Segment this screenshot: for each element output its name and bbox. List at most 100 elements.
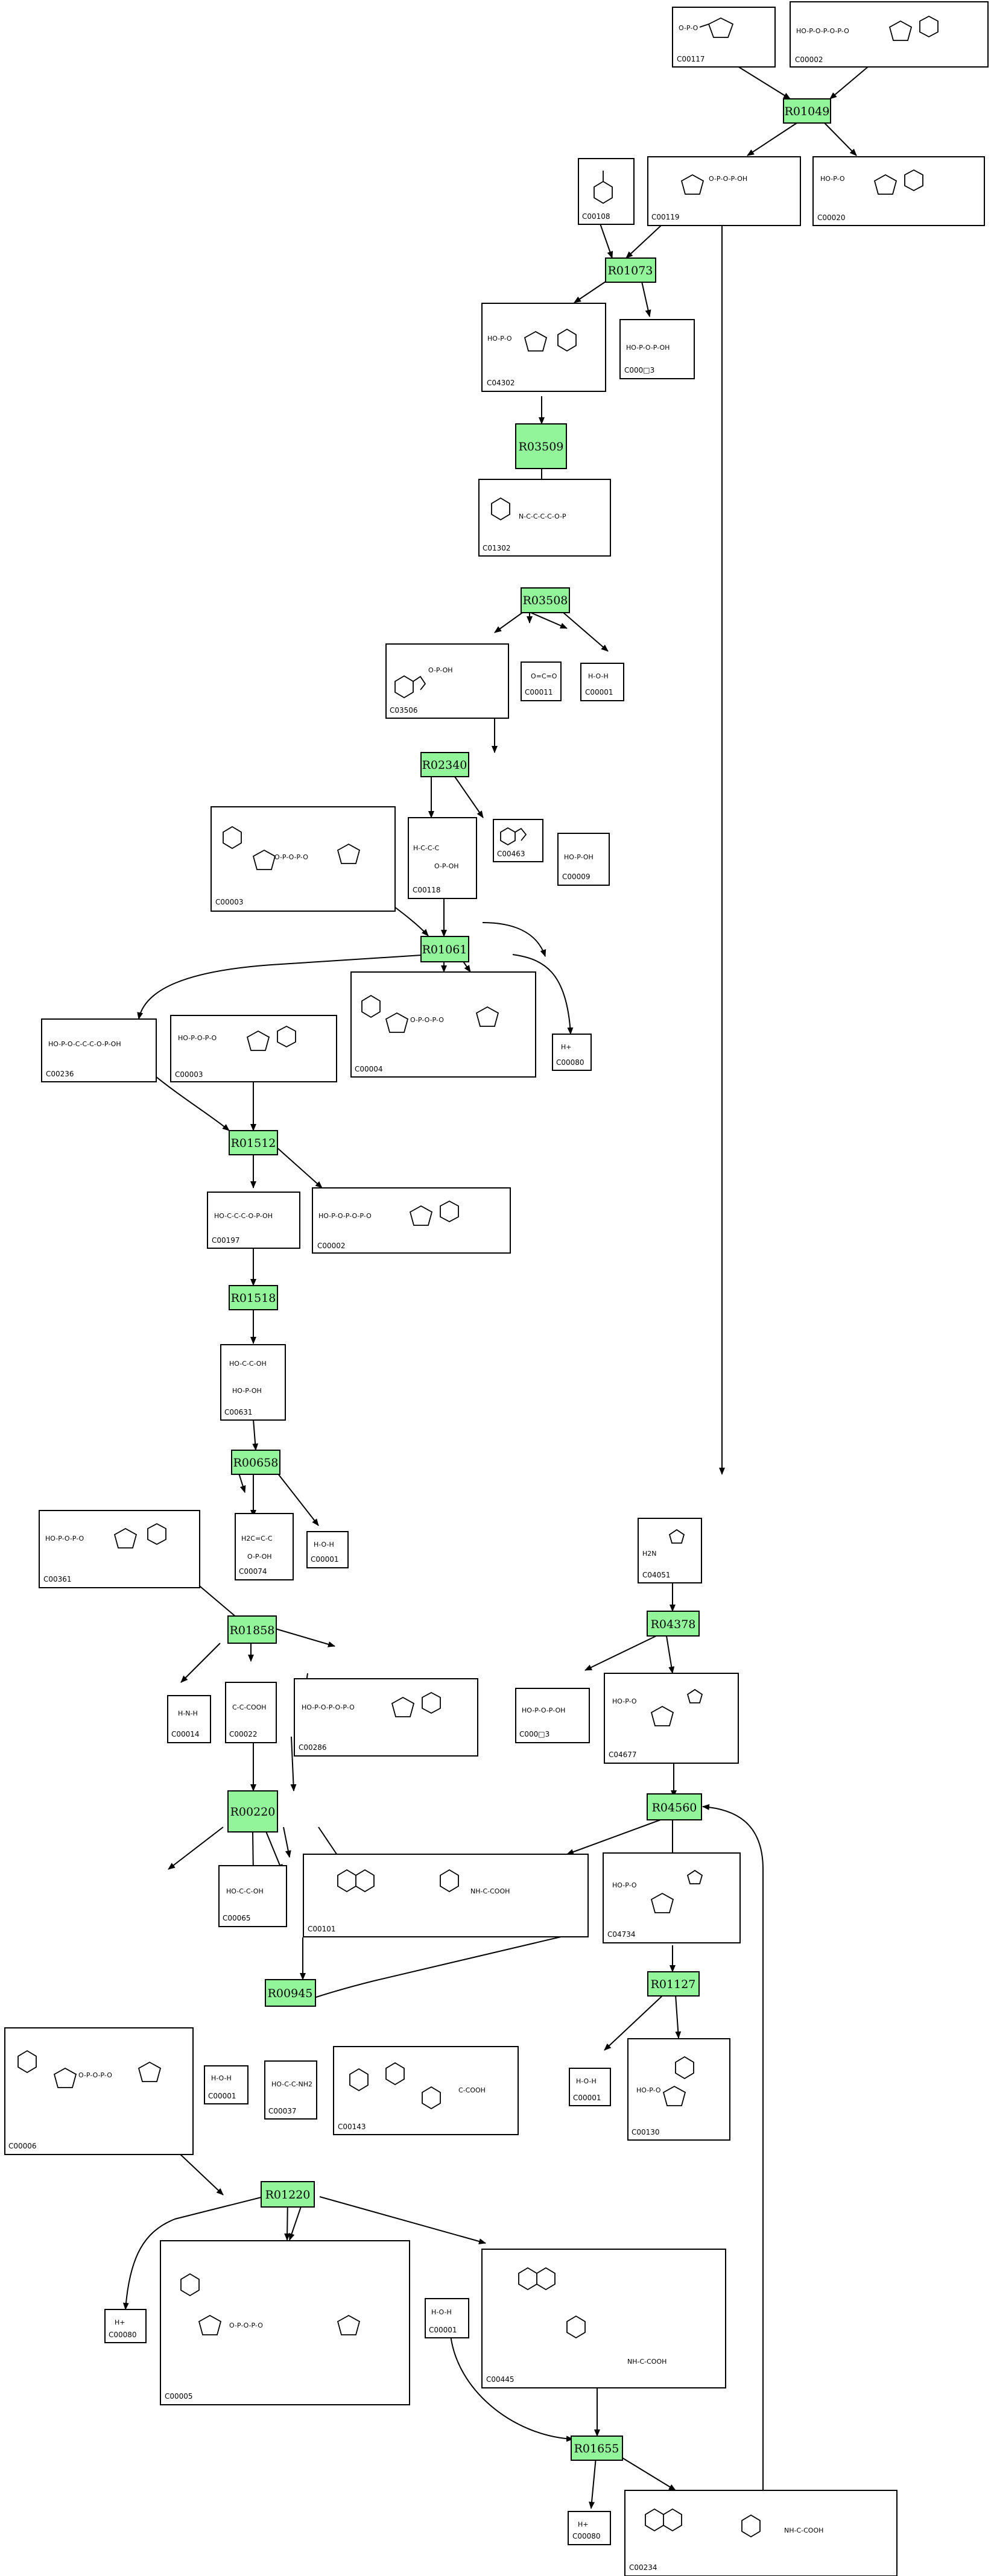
reaction-r01061[interactable]: R01061 [420, 936, 469, 962]
compound-c00009[interactable]: HO-P-OH C00009 [557, 833, 610, 886]
svg-text:NH-C-COOH: NH-C-COOH [470, 1887, 510, 1895]
reaction-r01127[interactable]: R01127 [647, 1971, 700, 1997]
compound-c00020[interactable]: HO-P-O C00020 [812, 156, 985, 226]
reaction-r04378[interactable]: R04378 [647, 1611, 700, 1637]
compound-c00002-b[interactable]: HO-P-O-P-O-P-O C00002 [312, 1187, 511, 1254]
compound-id: C00065 [223, 1914, 251, 1922]
reaction-id: R01073 [608, 264, 653, 277]
indoleglycerol-phosphate-structure: O-P-OH [394, 666, 453, 699]
svg-text:HO-P-O-P-O-P-O: HO-P-O-P-O-P-O [318, 1212, 372, 1220]
svg-text:O-P-OH: O-P-OH [434, 862, 459, 870]
reaction-id: R01049 [785, 105, 830, 118]
compound-c00001-b[interactable]: H-O-H C00001 [306, 1531, 349, 1568]
compound-c00002[interactable]: HO-P-O-P-O-P-O C00002 [790, 1, 989, 68]
compound-c00037[interactable]: HO-C-C-NH2 C00037 [264, 2060, 317, 2120]
compound-c00119[interactable]: O-P-O-P-OH C00119 [647, 156, 801, 226]
reaction-r03508[interactable]: R03508 [521, 587, 570, 613]
reaction-r01518[interactable]: R01518 [229, 1285, 278, 1310]
reaction-r00220[interactable]: R00220 [227, 1790, 278, 1833]
svg-text:HO-P-O-P-O: HO-P-O-P-O [178, 1034, 217, 1042]
svg-text:HO-P-O: HO-P-O [820, 175, 845, 183]
compound-c00074[interactable]: H2C=C-C O-P-OH C00074 [235, 1513, 294, 1580]
compound-id: C00631 [224, 1408, 253, 1416]
compound-c00001-e[interactable]: H-O-H C00001 [425, 2298, 469, 2338]
svg-text:H-C-C-C: H-C-C-C [413, 844, 440, 852]
reaction-r01655[interactable]: R01655 [571, 2436, 623, 2461]
compound-c00445[interactable]: NH-C-COOH C00445 [481, 2249, 726, 2388]
compound-c00108[interactable]: C00108 [578, 158, 635, 225]
reaction-r01512[interactable]: R01512 [229, 1130, 278, 1155]
svg-text:HO-P-O-P-O-P-O: HO-P-O-P-O-P-O [302, 1703, 355, 1711]
compound-c00117[interactable]: O-P-O C00117 [672, 7, 776, 68]
reaction-id: R01061 [422, 943, 467, 956]
compound-c00236[interactable]: HO-P-O-C-C-C-O-P-OH C00236 [41, 1018, 157, 1082]
methylene-thf-structure: C-COOH [349, 2062, 486, 2110]
compound-c00001-d[interactable]: H-O-H C00001 [569, 2068, 611, 2106]
pep-structure: H2C=C-C O-P-OH [241, 1535, 273, 1561]
compound-c00006[interactable]: O-P-O-P-O C00006 [4, 2027, 194, 2155]
svg-text:N-C-C-C-C-O-P: N-C-C-C-C-O-P [519, 513, 566, 520]
compound-c03506[interactable]: O-P-OH C03506 [385, 643, 509, 719]
compound-c01302[interactable]: N-C-C-C-C-O-P C01302 [478, 479, 611, 557]
reaction-r01858[interactable]: R01858 [227, 1615, 277, 1644]
compound-c04051[interactable]: H2N C04051 [638, 1518, 702, 1583]
reaction-id: R04378 [651, 1618, 696, 1631]
compound-c00065[interactable]: HO-C-C-OH C00065 [218, 1865, 287, 1927]
compound-id: C00074 [239, 1567, 267, 1576]
reaction-r01073[interactable]: R01073 [605, 257, 656, 283]
svg-text:HO-P-O: HO-P-O [612, 1881, 637, 1889]
compound-c00080-a[interactable]: H+ C00080 [552, 1034, 592, 1071]
reaction-id: R01858 [230, 1624, 275, 1637]
compound-c000-3[interactable]: HO-P-O-P-OH C000□3 [619, 319, 695, 379]
reaction-r03509[interactable]: R03509 [515, 423, 567, 469]
reaction-r00658[interactable]: R00658 [231, 1450, 280, 1475]
compound-c00197[interactable]: HO-C-C-C-O-P-OH C00197 [207, 1192, 300, 1249]
pyrophosphate-structure: HO-P-O-P-OH [626, 344, 670, 352]
compound-id: C000□3 [519, 1730, 549, 1738]
compound-c00011[interactable]: O=C=O C00011 [521, 661, 562, 701]
compound-id: C00002 [795, 55, 823, 64]
compound-c00001-c[interactable]: H-O-H C00001 [204, 2065, 249, 2104]
reaction-r01220[interactable]: R01220 [261, 2181, 315, 2208]
reaction-r04560[interactable]: R04560 [647, 1793, 702, 1820]
pyruvate-structure: C-C-COOH [232, 1703, 267, 1711]
compound-c00005[interactable]: O-P-O-P-O C00005 [160, 2240, 410, 2405]
compound-id: C00011 [525, 688, 553, 696]
svg-text:H-N-H: H-N-H [178, 1709, 198, 1717]
compound-c00001-a[interactable]: H-O-H C00001 [580, 663, 624, 701]
compound-c04734[interactable]: HO-P-O C04734 [603, 1852, 741, 1943]
compound-id: C00020 [817, 213, 846, 222]
indole-structure [500, 827, 527, 846]
water-structure: H-O-H [211, 2074, 232, 2082]
compound-c00286[interactable]: HO-P-O-P-O-P-O C00286 [294, 1678, 478, 1757]
compound-c00631[interactable]: HO-C-C-OH HO-P-OH C00631 [220, 1344, 286, 1421]
compound-c00003-b[interactable]: HO-P-O-P-O C00003 [170, 1015, 337, 1082]
compound-c00003[interactable]: O-P-O-P-O C00003 [211, 806, 396, 912]
dgtp-structure: HO-P-O-P-O-P-O [302, 1691, 441, 1717]
compound-c00014[interactable]: H-N-H C00014 [167, 1695, 211, 1743]
compound-c00080-c[interactable]: H+ C00080 [568, 2511, 611, 2545]
compound-c00118[interactable]: H-C-C-C O-P-OH C00118 [408, 817, 477, 899]
reaction-r01049[interactable]: R01049 [783, 98, 831, 124]
compound-c00130[interactable]: HO-P-O C00130 [627, 2038, 730, 2141]
compound-c00361[interactable]: HO-P-O-P-O C00361 [39, 1510, 200, 1588]
compound-c04302[interactable]: HO-P-O C04302 [481, 303, 606, 392]
svg-text:H+: H+ [561, 1043, 572, 1051]
svg-text:H-O-H: H-O-H [576, 2077, 597, 2085]
compound-c00463[interactable]: C00463 [493, 819, 543, 862]
compound-c04677[interactable]: HO-P-O C04677 [604, 1673, 739, 1764]
compound-c00004[interactable]: O-P-O-P-O C00004 [350, 971, 536, 1078]
compound-c00143[interactable]: C-COOH C00143 [333, 2046, 519, 2135]
compound-c000-3-b[interactable]: HO-P-O-P-OH C000□3 [515, 1688, 590, 1743]
compound-c00101[interactable]: NH-C-COOH C00101 [303, 1854, 589, 1937]
reaction-r00945[interactable]: R00945 [265, 1979, 316, 2007]
serine-structure: HO-C-C-OH [226, 1887, 264, 1895]
compound-id: C00101 [308, 1925, 336, 1933]
compound-c00234[interactable]: NH-C-COOH C00234 [624, 2490, 898, 2576]
compound-c00080-b[interactable]: H+ C00080 [104, 2309, 147, 2343]
compound-id: C00003 [175, 1070, 203, 1079]
compound-id: C00463 [497, 850, 525, 858]
reaction-r02340[interactable]: R02340 [420, 752, 469, 777]
compound-c00022[interactable]: C-C-COOH C00022 [225, 1682, 277, 1743]
svg-text:O-P-O: O-P-O [679, 24, 698, 32]
